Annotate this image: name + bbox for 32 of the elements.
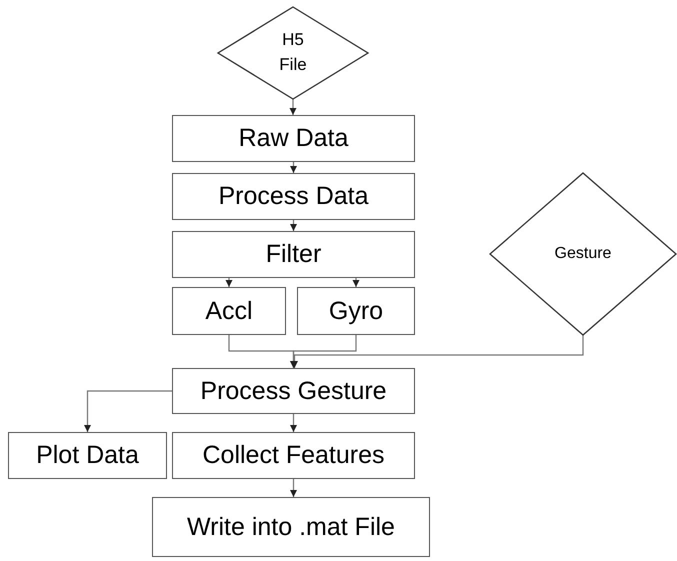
- process-box: [172, 173, 415, 220]
- node-label: Process Data: [218, 181, 369, 212]
- node-label: H5 File: [278, 29, 308, 76]
- node-label: Collect Features: [202, 440, 385, 472]
- process-box: [8, 432, 167, 479]
- arrow: [290, 335, 584, 368]
- node-label: Write into .mat File: [187, 512, 395, 543]
- decision-diamond: [490, 173, 676, 335]
- process-box: [172, 231, 415, 278]
- node-label: Gyro: [328, 296, 384, 327]
- node-label: Process Gesture: [200, 376, 387, 407]
- arrow: [352, 278, 360, 287]
- arrow: [290, 162, 298, 173]
- arrow: [290, 479, 298, 497]
- arrow: [290, 220, 298, 231]
- node-label: Plot Data: [36, 440, 139, 472]
- arrow: [290, 335, 357, 368]
- node-label: Raw Data: [238, 123, 348, 154]
- process-box: [172, 432, 415, 479]
- node-label: Accl: [205, 296, 253, 327]
- process-box: [172, 115, 415, 162]
- process-box: [152, 497, 430, 557]
- arrow: [290, 414, 298, 432]
- process-box: [172, 287, 286, 335]
- node-label: Gesture: [554, 244, 612, 264]
- process-box: [297, 287, 415, 335]
- arrow: [84, 390, 172, 432]
- arrow: [225, 278, 233, 287]
- arrow: [289, 99, 297, 115]
- node-label: Filter: [266, 239, 322, 270]
- decision-diamond: [218, 7, 368, 99]
- process-box: [172, 368, 415, 414]
